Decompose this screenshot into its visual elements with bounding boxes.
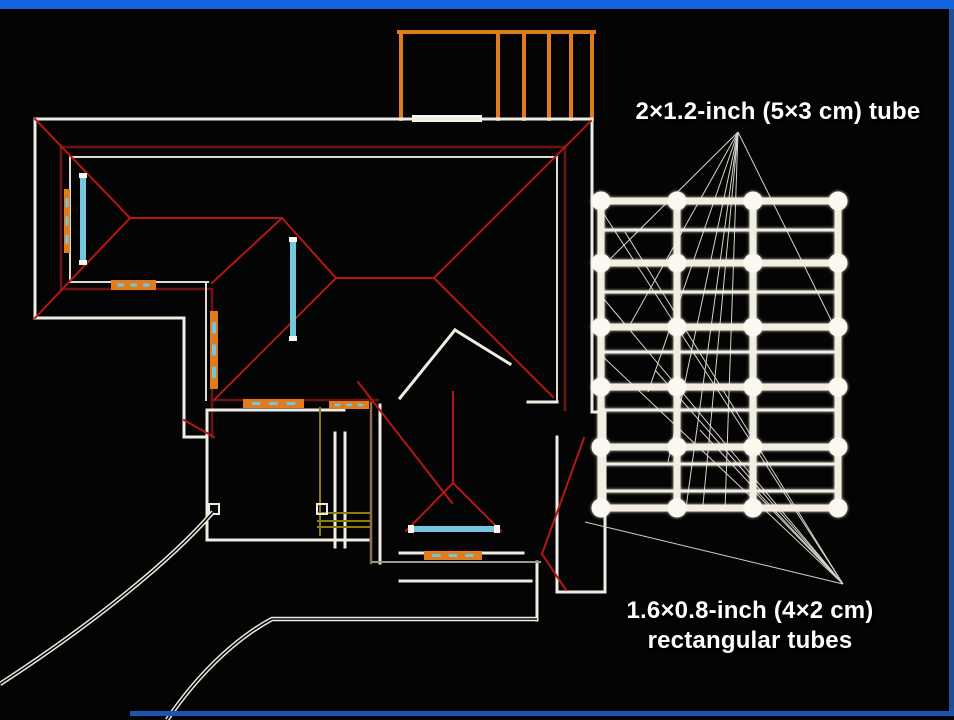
hip-ridge-line xyxy=(33,117,132,220)
leader-line xyxy=(597,291,844,585)
hip-ridge-line xyxy=(210,216,284,285)
tube-joint-dot xyxy=(591,498,611,518)
window-glass xyxy=(251,402,261,405)
hip-ridge-line xyxy=(451,481,503,533)
tube-joint-dot xyxy=(828,191,848,211)
window-glass xyxy=(65,234,69,244)
window-cap xyxy=(79,260,87,265)
window-glass xyxy=(212,322,216,334)
driveway-center xyxy=(166,618,537,720)
eave-outline xyxy=(397,327,458,401)
hip-ridge-line xyxy=(356,380,454,505)
leader-line xyxy=(737,131,842,341)
hip-ridge-line xyxy=(68,216,132,283)
window-glass xyxy=(286,402,296,405)
tube-joint-dot xyxy=(667,437,687,457)
hip-ridge-line xyxy=(540,436,586,556)
driveway-center xyxy=(0,511,214,685)
window-glass xyxy=(465,554,474,557)
window-glass xyxy=(432,554,441,557)
hip-ridge-line xyxy=(432,276,555,399)
tube-joint-dot xyxy=(667,191,687,211)
window-glass xyxy=(212,344,216,356)
pergola xyxy=(397,30,596,122)
driveway-edge xyxy=(0,510,215,686)
tube-joint-dot xyxy=(743,437,763,457)
window-cap xyxy=(289,237,297,242)
tube-grid xyxy=(591,191,848,518)
window-bottom-edge xyxy=(130,711,954,716)
window-cap xyxy=(494,525,500,533)
tube-joint-dot xyxy=(591,437,611,457)
tube-joint-dot xyxy=(828,498,848,518)
tube-joint-dot xyxy=(743,191,763,211)
hip-ridge-line xyxy=(182,418,216,439)
tube-joint-dot xyxy=(667,253,687,273)
window-glass xyxy=(130,283,137,287)
rect-tube-type-text: rectangular tubes xyxy=(647,627,853,654)
hip-ridge-line xyxy=(432,119,593,280)
leader-line xyxy=(654,369,844,585)
window-cap xyxy=(79,173,87,178)
window-glass xyxy=(414,526,494,532)
leader-line xyxy=(724,131,739,511)
tube-joint-dot xyxy=(743,253,763,273)
hip-ridge-line xyxy=(404,481,455,533)
driveway-edge xyxy=(165,616,537,720)
hip-ridge-line xyxy=(540,552,568,592)
leader-line xyxy=(597,204,844,585)
hip-ridge-line xyxy=(33,279,72,320)
tube-joint-dot xyxy=(591,191,611,211)
eave-outline xyxy=(452,327,513,367)
tube-joint-dot xyxy=(828,437,848,457)
window-right-edge xyxy=(949,9,954,715)
tube-joint-dot xyxy=(667,377,687,397)
tube-joint-dot xyxy=(591,253,611,273)
tube-joint-dot xyxy=(667,317,687,337)
window-glass xyxy=(212,366,216,378)
tube-joint-dot xyxy=(743,498,763,518)
tube-joint-dot xyxy=(828,317,848,337)
tube-size-label-top: 2×1.2-inch (5×3 cm) tube xyxy=(636,97,921,127)
leader-line xyxy=(702,131,739,506)
hip-ridge-line xyxy=(280,216,338,280)
window-glass xyxy=(448,554,458,557)
window-glass xyxy=(357,403,364,407)
deck-post xyxy=(316,503,328,515)
hip-ridge-line xyxy=(212,276,338,402)
tube-joint-dot xyxy=(743,317,763,337)
window-glass xyxy=(65,216,69,226)
window-glass xyxy=(65,198,69,208)
window-cap xyxy=(408,525,414,533)
tube-size-text: 2×1.2-inch (5×3 cm) tube xyxy=(635,98,921,125)
window-glass xyxy=(269,402,278,405)
window-glass xyxy=(143,283,150,287)
tube-joint-dot xyxy=(828,377,848,397)
window-glass xyxy=(290,242,296,336)
window-top-edge xyxy=(0,0,954,9)
tube-joint-dot xyxy=(828,253,848,273)
roof-plan xyxy=(33,117,607,622)
window-glass xyxy=(80,178,86,260)
tube-joint-dot xyxy=(591,317,611,337)
window-cap xyxy=(289,336,297,341)
leader-line xyxy=(685,131,739,509)
rect-tube-size-text: 1.6×0.8-inch (4×2 cm) xyxy=(626,597,874,624)
tube-size-label-bottom: 1.6×0.8-inch (4×2 cm) rectangular tubes xyxy=(627,596,874,656)
window-glass xyxy=(346,403,352,407)
window-glass xyxy=(334,403,341,407)
tube-joint-dot xyxy=(743,377,763,397)
tube-joint-dot xyxy=(667,498,687,518)
driveway xyxy=(0,510,537,720)
windows xyxy=(64,173,500,560)
leader-line xyxy=(597,351,844,585)
window-glass xyxy=(117,283,124,287)
tube-joint-dot xyxy=(591,377,611,397)
leader-line xyxy=(584,521,844,585)
